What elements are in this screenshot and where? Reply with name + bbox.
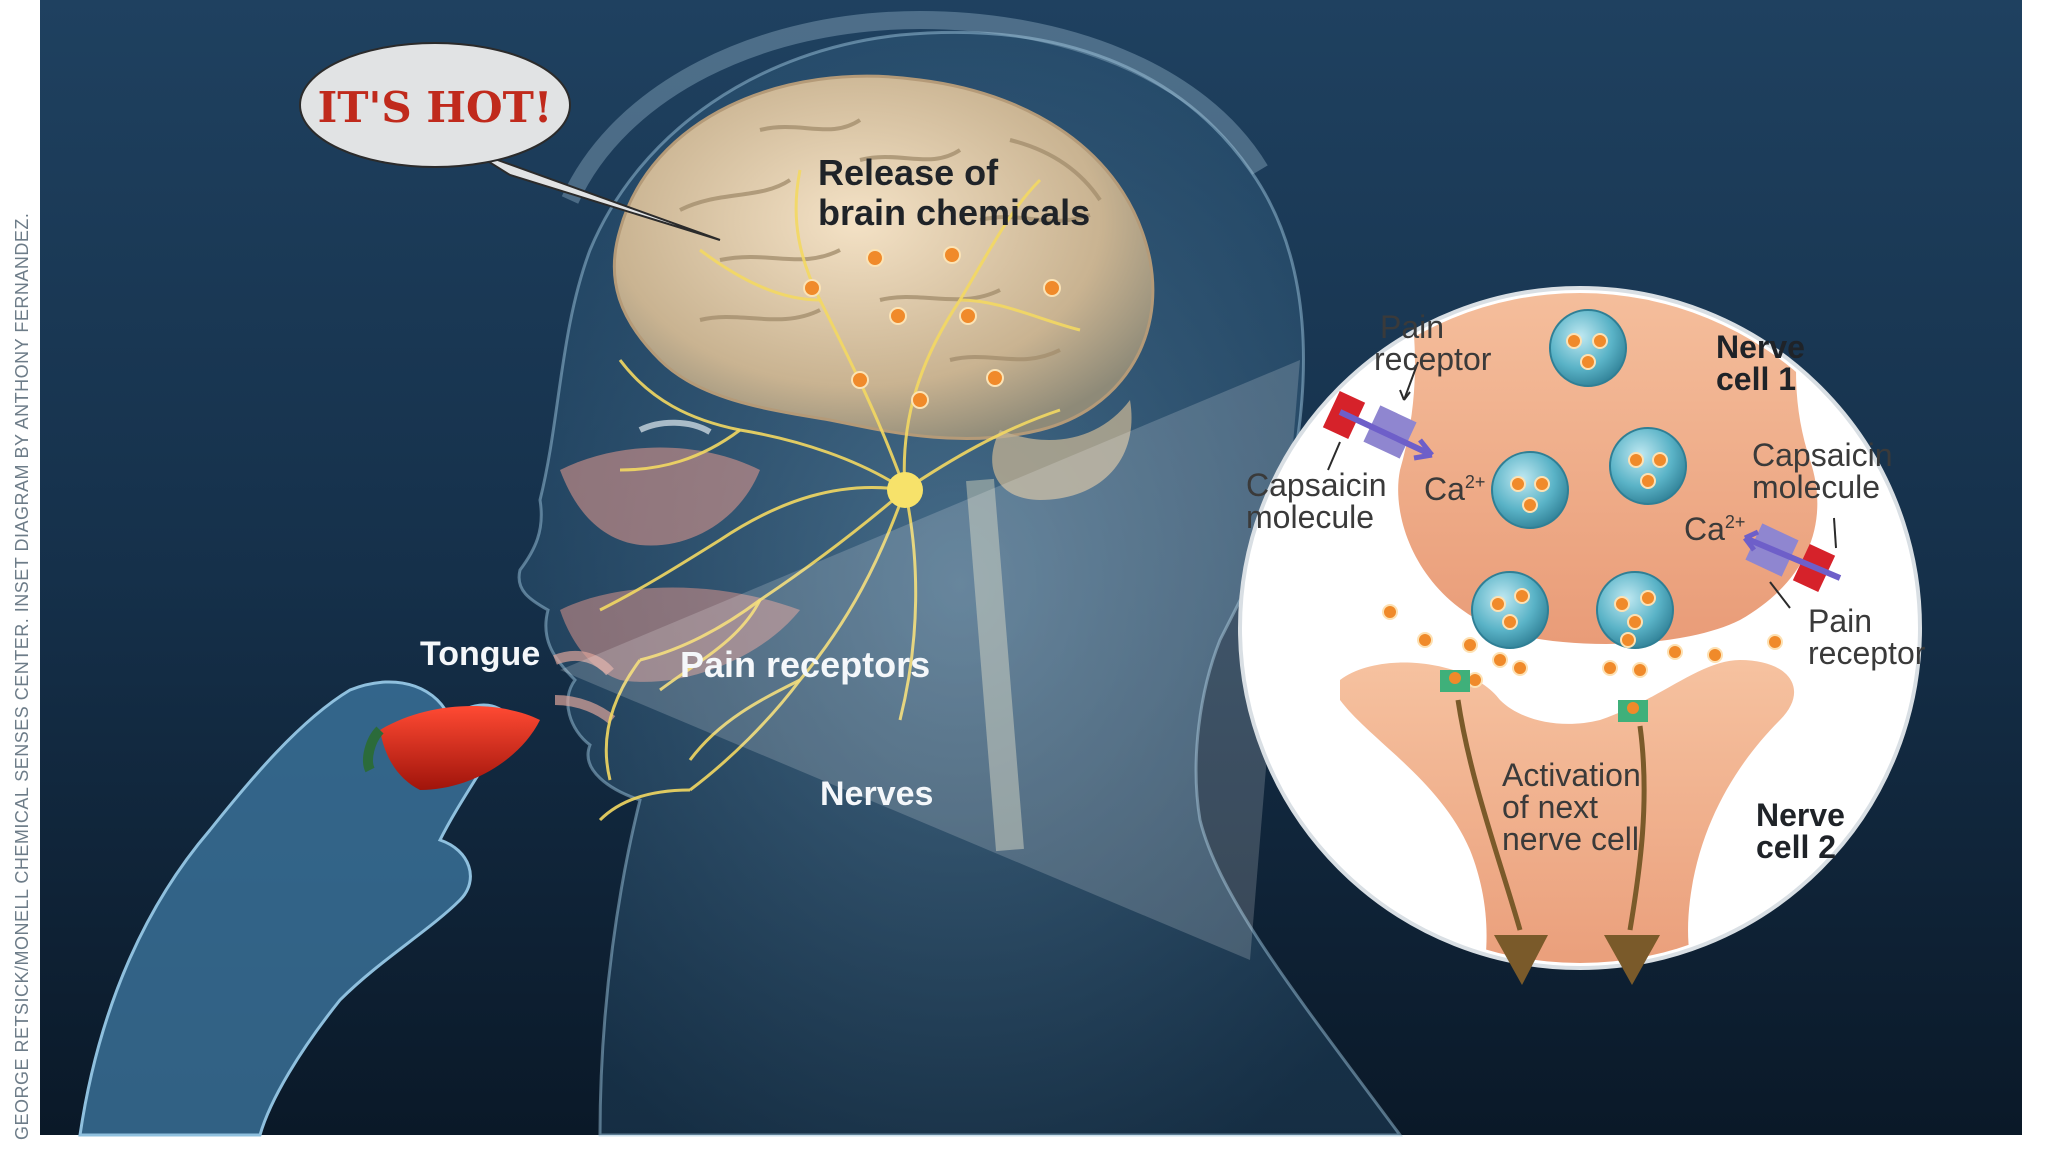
label-nerves: Nerves	[820, 775, 933, 813]
label-tongue: Tongue	[420, 635, 540, 673]
label-release-line1: Release of	[818, 152, 999, 193]
label-capsaicin-left-1: Capsaicin	[1246, 467, 1387, 503]
nerve-ganglion	[887, 472, 923, 508]
label-pain-receptor-left-1: Pain	[1380, 309, 1444, 345]
speech-bubble-text: IT'S HOT!	[318, 83, 553, 132]
label-pain-receptor-right-2: receptor	[1808, 635, 1926, 671]
right-border	[2022, 0, 2048, 1152]
label-capsaicin-left-2: molecule	[1246, 499, 1374, 535]
label-activation-2: of next	[1502, 789, 1598, 825]
label-nerve-cell-2-line2: cell 2	[1756, 829, 1836, 865]
label-activation-3: nerve cell	[1502, 821, 1639, 857]
label-nerve-cell-1-line1: Nerve	[1716, 329, 1805, 365]
label-pain-receptors: Pain receptors	[680, 644, 930, 685]
label-pain-receptor-right-1: Pain	[1808, 603, 1872, 639]
label-capsaicin-right-1: Capsaicin	[1752, 437, 1893, 473]
label-pain-receptor-left-2: receptor	[1374, 341, 1492, 377]
image-credit: GEORGE RETSICK/MONELL CHEMICAL SENSES CE…	[12, 213, 32, 1140]
label-capsaicin-right-2: molecule	[1752, 469, 1880, 505]
label-release-line2: brain chemicals	[818, 192, 1090, 233]
label-activation-1: Activation	[1502, 757, 1641, 793]
label-nerve-cell-2-line1: Nerve	[1756, 797, 1845, 833]
label-nerve-cell-1-line2: cell 1	[1716, 361, 1796, 397]
bottom-border	[0, 1135, 2048, 1152]
